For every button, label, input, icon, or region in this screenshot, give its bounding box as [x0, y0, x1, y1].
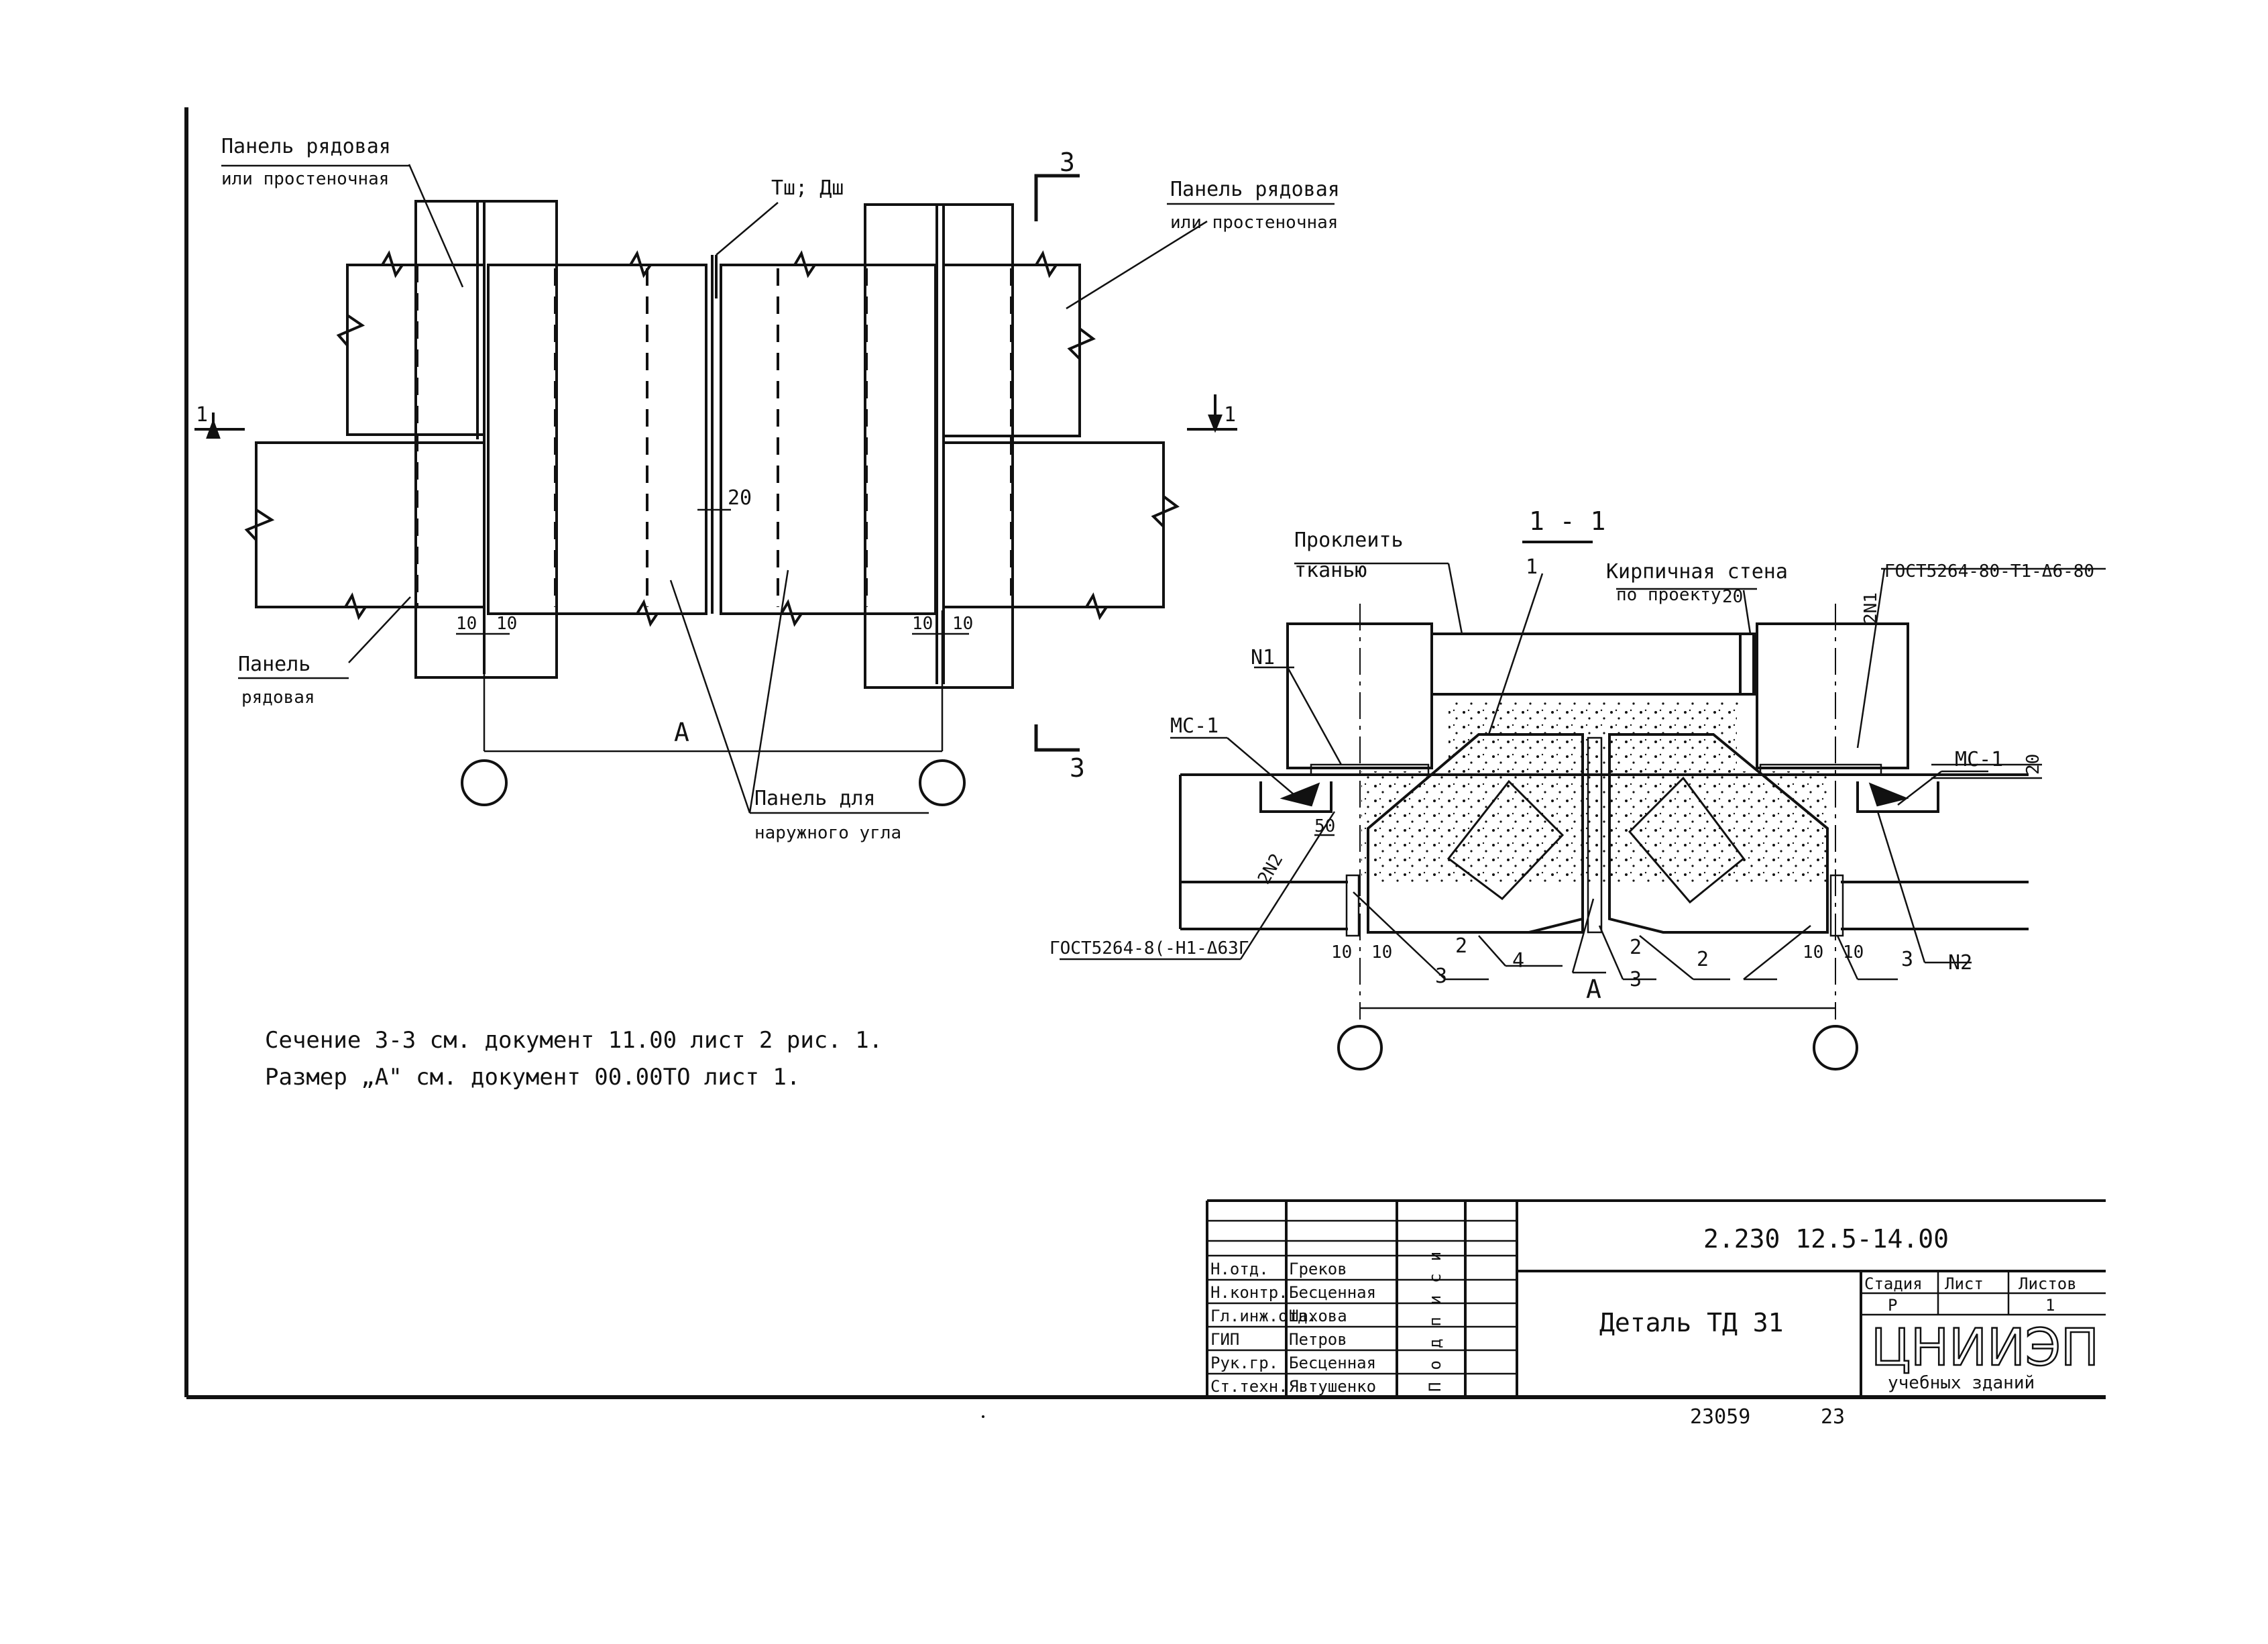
dim-10c: 10: [912, 614, 933, 634]
plan-view: [194, 164, 1335, 814]
label-corner-panel-2: наружного угла: [754, 823, 901, 843]
axis-bubble-right: [919, 759, 966, 806]
archive-number: 23059: [1690, 1405, 1750, 1429]
name-3: Петров: [1289, 1330, 1347, 1349]
notes: Сечение 3-3 см. документ 11.00 лист 2 ри…: [265, 1027, 883, 1091]
label-panel-row-top-left-2: или простеночная: [221, 169, 389, 189]
section-dim-10c: 10: [1803, 942, 1823, 963]
plan-labels: Панель рядовая или простеночная Панель р…: [196, 135, 1340, 843]
dim-20-top: 20: [1722, 587, 1743, 607]
doc-code: 2.230 12.5-14.00: [1703, 1224, 1949, 1254]
callout-3b: 3: [1630, 968, 1642, 991]
dim-20: 20: [728, 486, 752, 510]
role-4: Рук.гр.: [1210, 1354, 1278, 1372]
label-panel-row-top-right-2: или простеночная: [1170, 213, 1338, 233]
note-line-1: Сечение 3-3 см. документ 11.00 лист 2 ри…: [265, 1027, 883, 1054]
title-block: 2.230 12.5-14.00 Деталь ТД 31 Стадия Лис…: [1206, 1199, 2106, 1397]
label-n1: N1: [1251, 646, 1275, 669]
page-number: 23: [1821, 1405, 1845, 1429]
header-sheets: Листов: [2019, 1274, 2077, 1293]
label-gost-bottom: ГОСТ5264-8(-Н1-Δ6ЗГ: [1050, 938, 1249, 958]
role-5: Ст.техн.: [1210, 1377, 1288, 1396]
name-0: Греков: [1289, 1260, 1347, 1278]
name-4: Бесценная: [1289, 1354, 1376, 1372]
callout-1: 1: [1526, 555, 1538, 579]
org-logo: ЦНИИЭП: [1871, 1317, 2099, 1377]
dim-10d: 10: [952, 614, 973, 634]
dim-A-section: А: [1586, 975, 1601, 1004]
label-n2: N2: [1948, 951, 1972, 975]
section-mark-1-right: 1: [1224, 403, 1236, 427]
dim-20-right: 20: [2023, 754, 2043, 775]
stage-value: Р: [1888, 1296, 1897, 1315]
label-panel-row-top-right-1: Панель рядовая: [1170, 178, 1340, 201]
section-mark-1-left: 1: [196, 403, 208, 427]
label-brick-2: по проекту: [1616, 585, 1721, 605]
label-glue-1: Проклеить: [1294, 529, 1404, 552]
section-dim-10b: 10: [1371, 942, 1392, 963]
sheet-frame: [184, 107, 2106, 1399]
label-corner-panel-1: Панель для: [754, 787, 876, 810]
label-brick-1: Кирпичная стена: [1606, 560, 1788, 584]
section-title: 1 - 1: [1529, 506, 1605, 536]
name-5: Явтушенко: [1289, 1377, 1376, 1396]
dim-10b: 10: [496, 614, 517, 634]
label-panel-row-bottom-2: рядовая: [241, 688, 315, 708]
label-2n1: 2N1: [1861, 592, 1881, 624]
footer: 23059 23: [982, 1405, 1845, 1429]
dim-50: 50: [1314, 816, 1335, 836]
label-gost-top: ГОСТ5264-80-Т1-Δ6-80: [1884, 561, 2094, 582]
section-axis-bubble-left: [1337, 1025, 1383, 1071]
callout-2a: 2: [1455, 934, 1467, 958]
label-ms1-right: МС-1: [1955, 748, 2003, 771]
section-mark-3-bottom: 3: [1070, 753, 1085, 783]
header-stage: Стадия: [1864, 1274, 1923, 1293]
section-view: [1060, 562, 2106, 1071]
callout-3c: 3: [1901, 948, 1913, 971]
role-0: Н.отд.: [1210, 1260, 1269, 1278]
callout-2b: 2: [1630, 936, 1642, 959]
callout-2c: 2: [1697, 948, 1709, 971]
role-2: Гл.инж.отд.: [1210, 1307, 1317, 1325]
name-1: Бесценная: [1289, 1283, 1376, 1302]
callout-4: 4: [1512, 949, 1524, 973]
role-1: Н.контр.: [1210, 1283, 1288, 1302]
dim-10a: 10: [456, 614, 477, 634]
name-2: Шахова: [1289, 1307, 1347, 1325]
label-ms1-left: МС-1: [1170, 714, 1218, 738]
signature-column: Подписи: [1426, 1240, 1444, 1392]
label-glue-2: тканью: [1294, 559, 1367, 582]
section-dim-10d: 10: [1843, 942, 1864, 963]
note-line-2: Размер „А" см. документ 00.00ТО лист 1.: [265, 1064, 800, 1091]
axis-bubble-left: [461, 759, 508, 806]
section-dim-10a: 10: [1331, 942, 1352, 963]
sheet-value: 1: [2045, 1296, 2055, 1315]
org-name: учебных зданий: [1888, 1373, 2035, 1393]
label-tsh: Тш; Дш: [771, 176, 844, 200]
section-mark-3-top: 3: [1060, 148, 1075, 177]
label-panel-row-bottom-1: Панель: [238, 653, 310, 676]
section-axis-bubble-right: [1813, 1025, 1858, 1071]
header-sheet: Лист: [1945, 1274, 1984, 1293]
dim-A-plan: А: [674, 718, 689, 747]
drawing-title: Деталь ТД 31: [1599, 1308, 1784, 1337]
role-3: ГИП: [1210, 1330, 1239, 1349]
callout-3a: 3: [1435, 965, 1447, 988]
section-labels: 1 - 1 Проклеить тканью Кирпичная стена п…: [1050, 506, 2094, 1004]
label-panel-row-top-left-1: Панель рядовая: [221, 135, 391, 158]
